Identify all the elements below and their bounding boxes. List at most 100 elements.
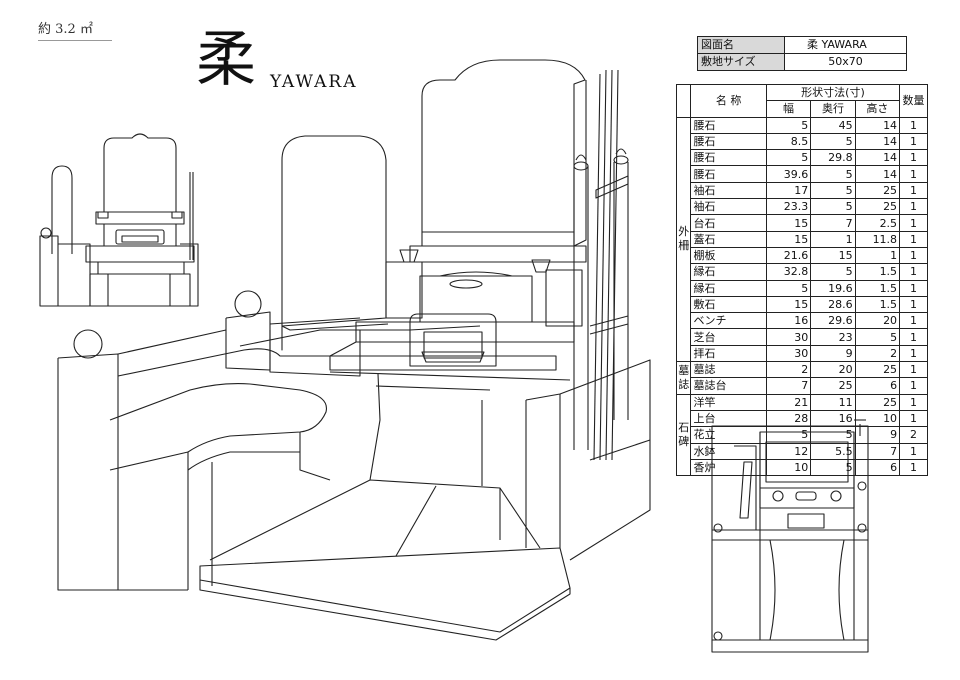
item-quantity: 1 [899,361,928,379]
item-depth: 5 [810,426,856,444]
item-name: 芝台 [690,328,767,346]
item-height: 25 [854,393,901,411]
item-depth: 19.6 [810,279,856,297]
item-depth: 5 [810,263,856,281]
header-height: 高さ [854,100,901,118]
item-depth: 25 [810,377,856,395]
item-name: ベンチ [690,312,767,330]
item-width: 12 [765,442,812,460]
item-height: 1 [854,246,901,265]
drawing-info-table: 図面名 柔 YAWARA 敷地サイズ 50x70 [697,36,907,71]
item-width: 30 [765,328,812,346]
item-name: 袖石 [690,198,767,216]
front-elevation-small [39,133,199,307]
item-depth: 5 [810,165,856,183]
item-width: 17 [765,181,812,200]
item-height: 14 [854,116,901,134]
item-height: 25 [854,198,901,216]
item-height: 6 [854,458,901,477]
perspective-view [57,59,651,641]
item-quantity: 1 [899,344,928,363]
item-depth: 16 [810,409,856,428]
item-name: 上台 [690,409,767,428]
item-quantity: 1 [899,295,928,314]
item-name: 袖石 [690,181,767,200]
item-quantity: 1 [899,442,928,460]
group-label: 外柵 [675,116,692,363]
site-size-value: 50x70 [784,53,907,71]
item-depth: 5 [810,132,856,151]
item-quantity: 1 [899,246,928,265]
item-width: 15 [765,214,812,232]
item-width: 28 [765,409,812,428]
item-depth: 9 [810,344,856,363]
item-width: 21 [765,393,812,411]
item-depth: 5 [810,181,856,200]
item-name: 墓誌台 [690,377,767,395]
table-row: 敷地サイズ 50x70 [697,53,907,71]
item-height: 1.5 [854,279,901,297]
item-quantity: 1 [899,409,928,428]
item-depth: 15 [810,246,856,265]
item-height: 14 [854,149,901,167]
item-quantity: 1 [899,181,928,200]
group-label: 墓誌 [675,361,692,395]
item-quantity: 1 [899,198,928,216]
item-quantity: 1 [899,116,928,134]
item-depth: 5 [810,458,856,477]
item-quantity: 1 [899,263,928,281]
item-quantity: 1 [899,279,928,297]
table-row: 図面名 柔 YAWARA [697,36,907,54]
item-name: 腰石 [690,116,767,134]
item-height: 9 [854,426,901,444]
design-name-kanji: 柔 [196,25,256,95]
item-width: 5 [765,149,812,167]
item-name: 敷石 [690,295,767,314]
item-height: 7 [854,442,901,460]
item-name: 腰石 [690,149,767,167]
header-dimensions: 形状寸法(寸) [765,83,901,102]
item-depth: 7 [810,214,856,232]
item-height: 25 [854,361,901,379]
item-quantity: 1 [899,393,928,411]
item-width: 16 [765,312,812,330]
item-height: 2 [854,344,901,363]
table-header-row: 名 称 形状寸法(寸) 数量 [675,83,928,118]
item-name: 台石 [690,214,767,232]
item-depth: 5.5 [810,442,856,460]
item-width: 15 [765,295,812,314]
item-quantity: 1 [899,458,928,477]
item-name: 洋竿 [690,393,767,411]
drawing-name-value: 柔 YAWARA [784,36,907,54]
item-quantity: 1 [899,377,928,395]
site-area-label: 約 3.2 ㎡ [38,18,112,41]
item-depth: 1 [810,230,856,248]
item-width: 2 [765,361,812,379]
item-height: 1.5 [854,295,901,314]
item-width: 5 [765,279,812,297]
item-width: 15 [765,230,812,248]
header-depth: 奥行 [810,100,856,118]
item-quantity: 2 [899,426,928,444]
item-width: 8.5 [765,132,812,151]
header-name: 名 称 [690,84,767,118]
header-quantity: 数量 [899,84,928,118]
item-width: 5 [765,116,812,134]
drawing-name-label: 図面名 [697,36,785,54]
item-height: 14 [854,132,901,151]
